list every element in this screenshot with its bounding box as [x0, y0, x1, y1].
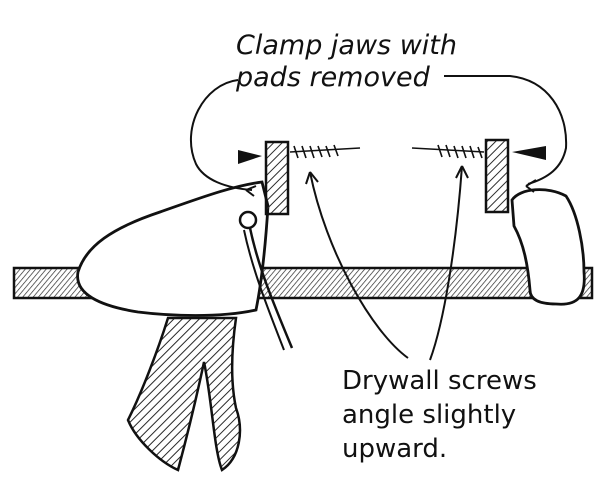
- label-clamp-jaws-line2: pads removed: [236, 62, 430, 93]
- drywall-screw-right: [411, 144, 485, 159]
- right-jaw-screw-tip: [512, 146, 546, 160]
- left-jaw-screw-tip: [238, 150, 262, 164]
- label-clamp-jaws-line1: Clamp jaws with: [236, 30, 457, 61]
- leader-lines-top: [190, 75, 568, 197]
- clamp-handle: [126, 316, 242, 472]
- label-drywall-screws-line1: Drywall screws: [342, 366, 537, 396]
- label-drywall-screws-line3: upward.: [342, 434, 448, 464]
- drywall-screw-left: [289, 144, 361, 159]
- left-jaw: [264, 140, 290, 216]
- clamp-sliding-jaw-body: [510, 188, 586, 306]
- lanyard: [238, 210, 294, 351]
- label-drywall-screws-line2: angle slightly: [342, 400, 517, 430]
- leader-lines-bottom: [305, 165, 469, 361]
- right-jaw: [484, 138, 510, 214]
- clamp-fixed-jaw-body: [76, 180, 270, 317]
